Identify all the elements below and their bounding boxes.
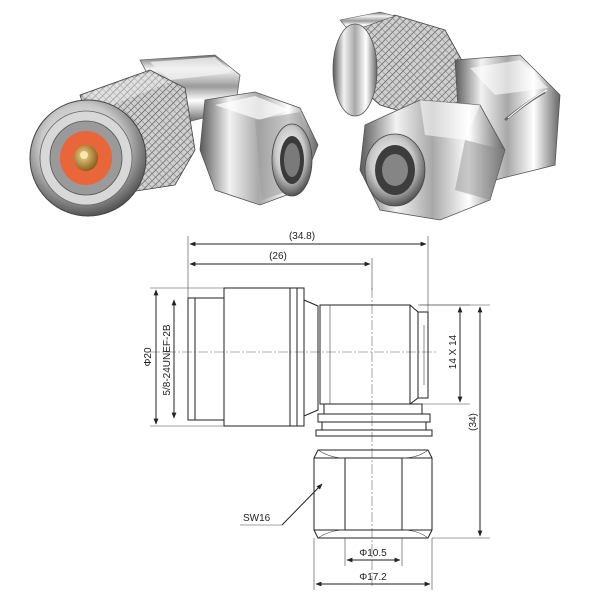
svg-text:SW16: SW16 (243, 513, 271, 524)
hex-nut-outline (313, 449, 433, 539)
dim-outer-diameter: Φ20 (143, 287, 224, 427)
plug-body-outline (187, 287, 319, 427)
technical-drawing: (34.8) (26) Φ20 5/8-24UNEF-2B 14 X 14 (143, 231, 490, 590)
svg-text:5/8-24UNEF-2B: 5/8-24UNEF-2B (162, 324, 173, 395)
connector-photo-rear-view (332, 11, 561, 221)
n-plug-face (29, 99, 147, 217)
svg-text:(34.8): (34.8) (289, 231, 315, 242)
dim-overall-length: (34.8) (187, 231, 429, 312)
svg-text:Φ20: Φ20 (143, 347, 154, 367)
dim-body-square: 14 X 14 (418, 304, 470, 405)
dim-inner-diameter: Φ10.5 (344, 538, 403, 566)
angle-body-outline (319, 304, 429, 405)
hex-nut (199, 91, 319, 206)
svg-text:14 X 14: 14 X 14 (448, 334, 459, 369)
neck-outline (315, 403, 433, 437)
connector-photo-front-view (29, 54, 319, 217)
dim-overall-height: (34) (420, 304, 490, 539)
dim-wrench-size: SW16 (240, 483, 323, 526)
knurled-coupling-nut-rear (332, 11, 471, 121)
hex-nut-rear (359, 99, 506, 221)
dim-plug-length: (26) (189, 251, 373, 290)
svg-text:(34): (34) (468, 413, 479, 431)
svg-text:Φ10.5: Φ10.5 (359, 548, 387, 559)
svg-text:(26): (26) (269, 251, 287, 262)
svg-text:Φ17.2: Φ17.2 (359, 572, 387, 583)
dim-thread: 5/8-24UNEF-2B (162, 299, 177, 419)
knurled-section (223, 287, 291, 427)
dim-hex-diameter: Φ17.2 (313, 538, 433, 590)
